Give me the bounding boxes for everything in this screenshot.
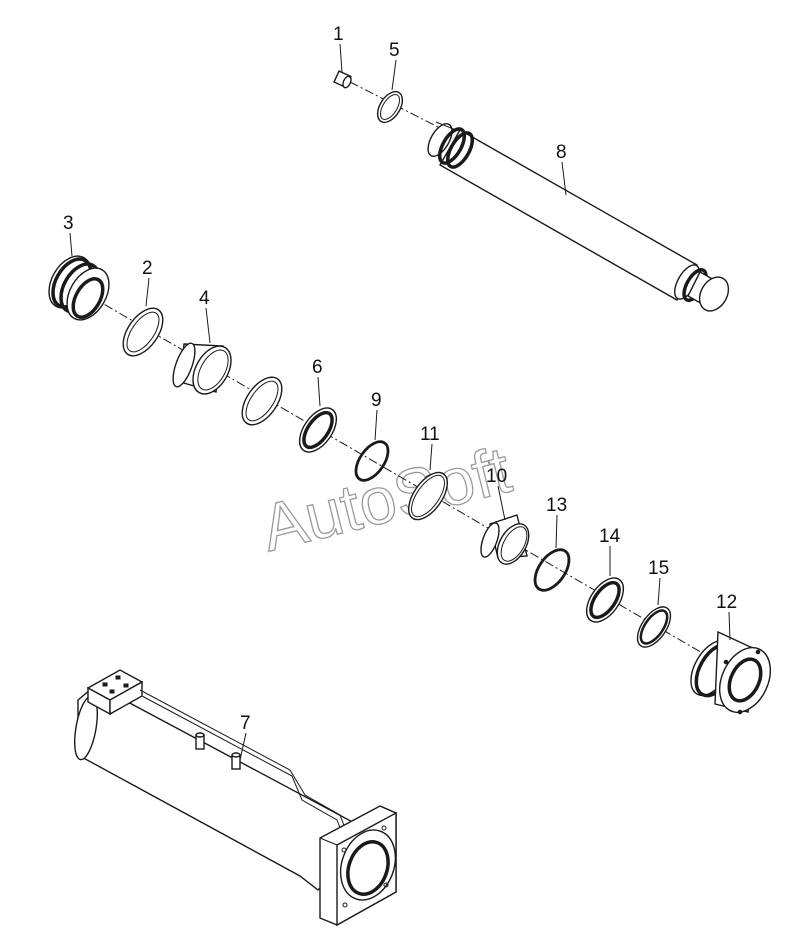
part-6-seal: [298, 407, 338, 453]
part-12-cylinder-head: [690, 630, 772, 715]
part-15-ring: [636, 606, 672, 648]
callout-1: 1: [333, 24, 344, 45]
part-13-o-ring: [533, 548, 571, 592]
callout-8: 8: [556, 142, 567, 163]
callout-14: 14: [599, 526, 621, 547]
callout-12: 12: [716, 592, 737, 613]
part-11-ring: [408, 471, 448, 521]
callout-7: 7: [240, 713, 251, 734]
leader-lines: [69, 43, 731, 761]
part-8-piston-rod: [427, 121, 730, 312]
callout-6: 6: [312, 357, 323, 378]
part-7-cylinder-barrel: [73, 669, 397, 927]
part-2-ring: [122, 307, 164, 357]
callout-9: 9: [371, 390, 382, 411]
part-14-seal: [585, 577, 625, 623]
callout-13: 13: [546, 495, 567, 516]
part-10-bushing: [480, 514, 530, 565]
part-3-piston: [48, 255, 110, 321]
callout-2: 2: [142, 258, 153, 279]
unlabeled-ring: [241, 376, 283, 426]
part-5-o-ring: [376, 90, 404, 124]
callout-labels: 1 5 8 3 2 4 6 9 11 10 13 14 15 12 7: [63, 24, 737, 734]
part-9-o-ring: [354, 440, 390, 482]
callout-5: 5: [389, 40, 400, 61]
callout-11: 11: [420, 424, 440, 445]
callout-15: 15: [648, 558, 669, 579]
part-4-bushing: [172, 342, 232, 395]
watermark: AutoSoft: [254, 432, 518, 565]
part-1-fitting: [333, 70, 352, 89]
callout-4: 4: [199, 288, 210, 309]
callout-10: 10: [486, 466, 507, 487]
callout-3: 3: [63, 213, 74, 234]
